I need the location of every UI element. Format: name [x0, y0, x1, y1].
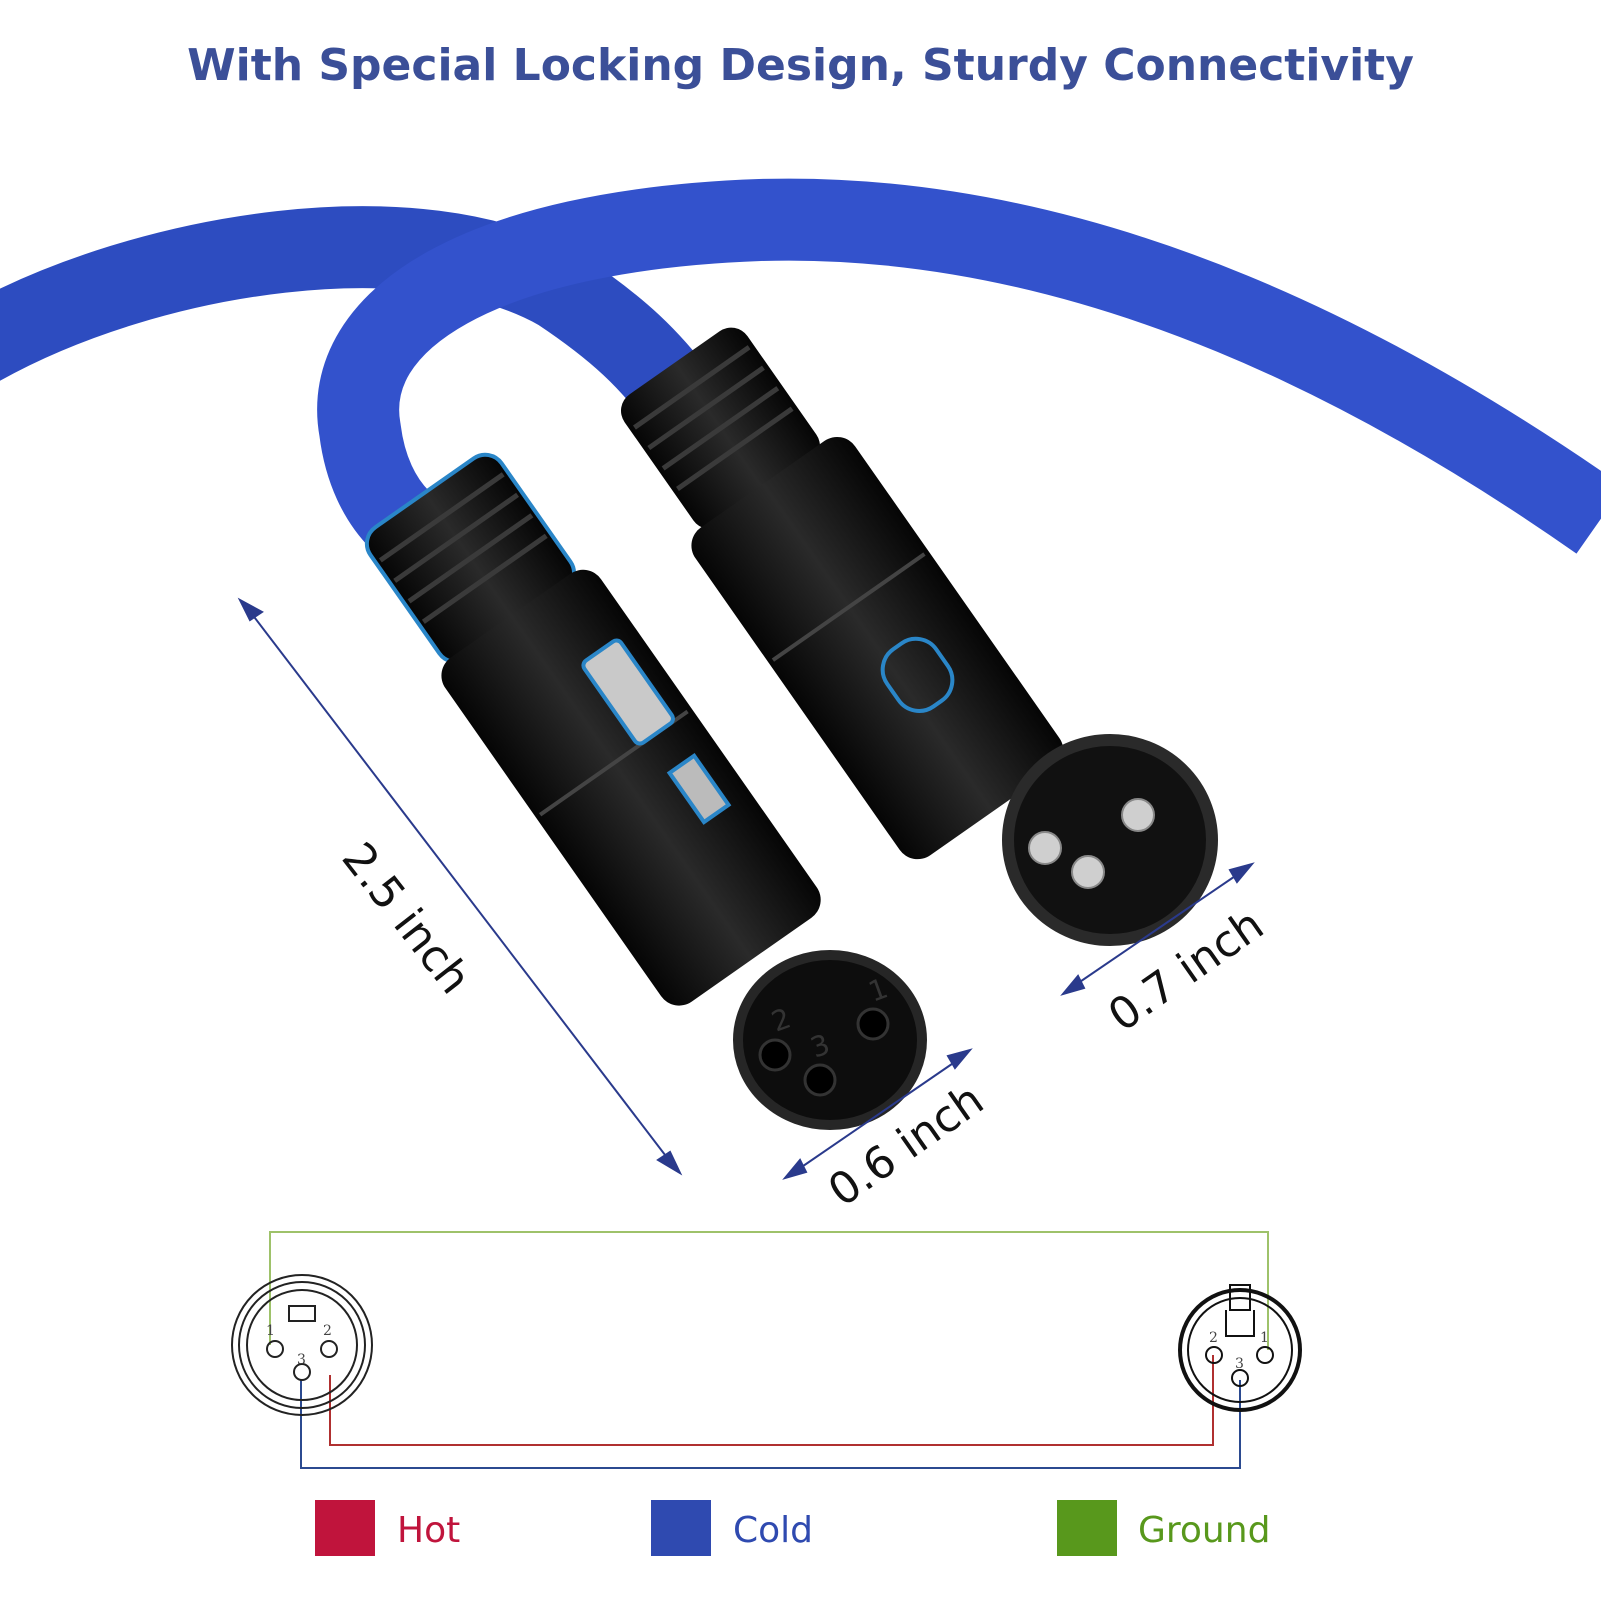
legend-cold-swatch: [651, 1500, 711, 1556]
cable-right: [317, 178, 1601, 554]
wiring-diagram: [231, 1231, 1302, 1469]
legend-cold-label: Cold: [733, 1510, 814, 1551]
xlr-male-pinout: [1178, 1284, 1302, 1412]
ground-wire: [269, 1231, 1269, 1350]
male-pin-2: 2: [1209, 1330, 1218, 1346]
male-pins: [1028, 798, 1155, 889]
latch-button: [581, 638, 675, 746]
female-xlr-connector: [364, 452, 821, 1006]
legend-ground-label: Ground: [1138, 1510, 1271, 1551]
cold-wire: [300, 1380, 1241, 1469]
male-xlr-connector: [620, 327, 1064, 860]
male-connector-face: [1002, 734, 1218, 946]
female-sockets: [758, 1007, 890, 1097]
female-pin-3: 3: [297, 1352, 306, 1368]
male-pin-3: 3: [1235, 1356, 1244, 1372]
male-pin-1: 1: [1260, 1330, 1269, 1346]
xlr-female-pinout: [231, 1274, 373, 1416]
legend-hot-swatch: [315, 1500, 375, 1556]
female-pin-1: 1: [266, 1323, 275, 1339]
pin-numbers: 1 2 3 1 2 3: [266, 1323, 1269, 1372]
headline: With Special Locking Design, Sturdy Conn…: [187, 40, 1414, 91]
legend-ground-swatch: [1057, 1500, 1117, 1556]
legend-hot-label: Hot: [397, 1510, 461, 1551]
female-pin-2: 2: [323, 1323, 332, 1339]
dimension-arrows: [237, 597, 1255, 1180]
female-connector-face: [733, 950, 927, 1130]
hot-wire: [329, 1355, 1214, 1446]
